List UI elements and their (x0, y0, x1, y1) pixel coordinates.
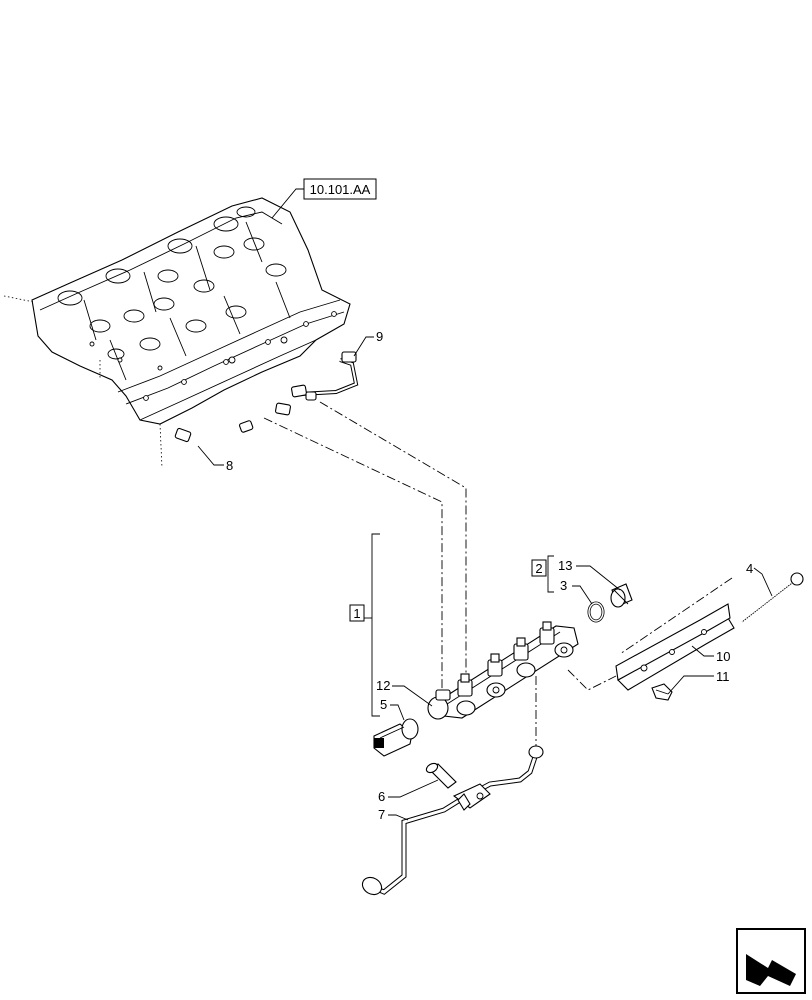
callout-13: 13 (558, 558, 572, 573)
group-bracket-1: 1 (349, 533, 380, 717)
injection-line-8 (174, 402, 291, 448)
pressure-sensor-5 (373, 718, 419, 757)
fitting-13 (610, 583, 633, 608)
return-line-7 (361, 745, 544, 896)
callouts: 13 3 4 10 11 12 5 6 7 8 9 (197, 329, 773, 822)
injection-line-9 (291, 351, 359, 401)
callout-3: 3 (560, 578, 567, 593)
group-label-2: 2 (535, 561, 542, 576)
callout-6: 6 (378, 789, 385, 804)
reference-label-text: 10.101.AA (310, 182, 371, 197)
o-ring-3 (587, 601, 605, 623)
group-bracket-2: 2 (531, 555, 554, 593)
callout-5: 5 (380, 697, 387, 712)
bolt-4 (741, 572, 804, 623)
bracket-10 (615, 603, 735, 691)
callout-8: 8 (226, 458, 233, 473)
callout-4: 4 (746, 561, 753, 576)
cylinder-head (3, 197, 351, 469)
callout-11: 11 (716, 669, 730, 684)
common-rail (427, 621, 579, 720)
callout-9: 9 (376, 329, 383, 344)
prev-page-arrow-icon[interactable] (736, 928, 806, 994)
callout-12: 12 (376, 678, 390, 693)
callout-7: 7 (378, 807, 385, 822)
bolt-6 (425, 762, 457, 789)
reference-label: 10.101.AA (271, 178, 377, 219)
clip-11 (651, 683, 673, 701)
group-label-1: 1 (353, 606, 360, 621)
callout-10: 10 (716, 649, 730, 664)
